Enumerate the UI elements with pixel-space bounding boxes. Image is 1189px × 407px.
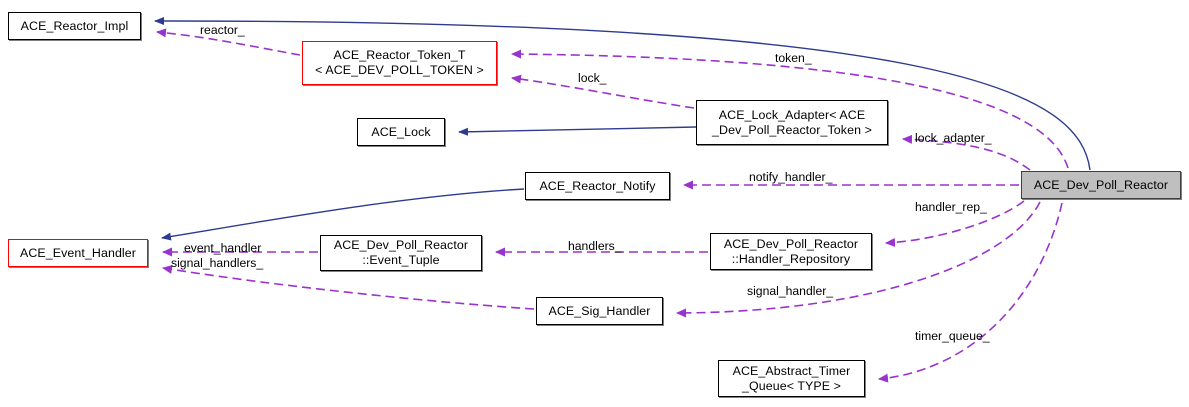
node-ace-reactor-token-t[interactable]: ACE_Reactor_Token_T < ACE_DEV_POLL_TOKEN… bbox=[302, 41, 497, 85]
node-ace-reactor-impl[interactable]: ACE_Reactor_Impl bbox=[8, 12, 141, 40]
edge-label-lock-adapter: lock_adapter_ bbox=[915, 131, 992, 145]
edge-label-lock: lock_ bbox=[578, 71, 607, 85]
edge-sighandler-eventhandler-usage bbox=[162, 264, 535, 310]
edge-notify-eventhandler-inherit bbox=[161, 188, 525, 241]
edge-impl-reactor-inherit bbox=[154, 16, 1091, 171]
edge-lockadapter-token-usage bbox=[511, 74, 695, 109]
edge-devpoll-token-usage bbox=[511, 49, 1069, 169]
node-ace-event-handler[interactable]: ACE_Event_Handler bbox=[8, 239, 148, 267]
edge-label-event-handler: event_handler bbox=[184, 241, 262, 255]
node-ace-lock-adapter[interactable]: ACE_Lock_Adapter< ACE _Dev_Poll_Reactor_… bbox=[696, 100, 888, 145]
edge-label-handler-rep: handler_rep_ bbox=[915, 200, 987, 214]
node-ace-lock[interactable]: ACE_Lock bbox=[357, 118, 445, 146]
edge-label-signal-handlers: signal_handlers_ bbox=[171, 256, 264, 270]
edge-label-token: token_ bbox=[775, 51, 812, 65]
edge-label-reactor: reactor_ bbox=[200, 23, 245, 37]
edge-label-signal-handler: signal_handler_ bbox=[747, 284, 834, 298]
node-ace-dev-poll-reactor[interactable]: ACE_Dev_Poll_Reactor bbox=[1021, 171, 1181, 199]
edge-devpoll-repo-usage bbox=[885, 200, 1025, 247]
edge-lockadapter-lock-inherit bbox=[458, 126, 697, 136]
node-event-tuple[interactable]: ACE_Dev_Poll_Reactor ::Event_Tuple bbox=[320, 235, 482, 271]
edge-label-notify-handler: notify_handler_ bbox=[749, 170, 833, 184]
edge-devpoll-timerqueue-usage bbox=[878, 202, 1063, 383]
node-handler-repository[interactable]: ACE_Dev_Poll_Reactor ::Handler_Repositor… bbox=[710, 233, 872, 270]
edge-token-reactor-usage bbox=[156, 28, 301, 56]
node-ace-sig-handler[interactable]: ACE_Sig_Handler bbox=[536, 297, 663, 325]
edge-label-timer-queue: timer_queue_ bbox=[915, 329, 990, 343]
edge-label-handlers: handlers_ bbox=[568, 239, 622, 253]
edge-devpoll-lockadapter-usage bbox=[902, 134, 1031, 171]
node-abstract-timer-queue[interactable]: ACE_Abstract_Timer _Queue< TYPE > bbox=[718, 360, 865, 397]
node-ace-reactor-notify[interactable]: ACE_Reactor_Notify bbox=[525, 172, 670, 200]
edge-devpoll-sighandler-usage bbox=[676, 201, 1041, 318]
